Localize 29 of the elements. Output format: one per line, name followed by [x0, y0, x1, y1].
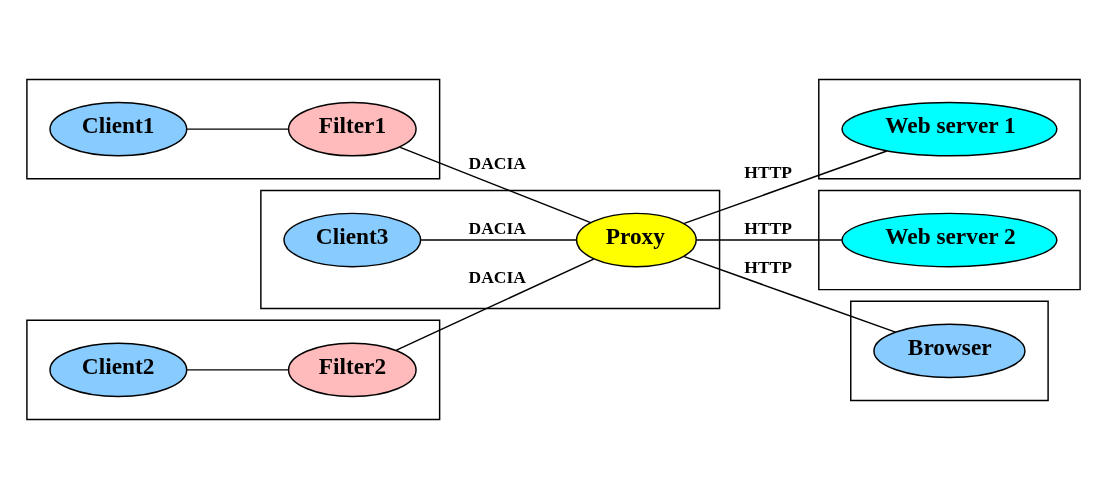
connector [695, 238, 843, 241]
connector [185, 368, 289, 371]
node-ellipse: Filter1 [287, 101, 417, 156]
cluster [26, 319, 441, 420]
cluster [850, 300, 1049, 401]
node-ellipse: Filter2 [287, 342, 417, 397]
connector [185, 127, 289, 130]
connector [420, 238, 577, 241]
node-ellipse: Web server 2 [841, 212, 1058, 267]
edge-label: HTTP [744, 217, 793, 238]
node-ellipse: Web server 1 [841, 101, 1058, 156]
connector [683, 255, 897, 333]
node-ellipse: Proxy [575, 212, 697, 267]
edge-label: HTTP [744, 161, 793, 182]
connector [395, 257, 595, 351]
edge-label: DACIA [468, 266, 526, 287]
cluster [818, 189, 1081, 290]
cluster [260, 189, 721, 309]
edge-label: HTTP [744, 256, 793, 277]
cluster [818, 78, 1081, 179]
connector [683, 149, 888, 224]
connector [399, 146, 592, 223]
node-ellipse: Client1 [49, 101, 188, 156]
node-ellipse: Browser [873, 323, 1026, 378]
edge-label: DACIA [468, 152, 526, 173]
edge-label: DACIA [468, 217, 526, 238]
node-ellipse: Client3 [283, 212, 422, 267]
node-ellipse: Client2 [49, 342, 188, 397]
cluster [26, 78, 441, 179]
